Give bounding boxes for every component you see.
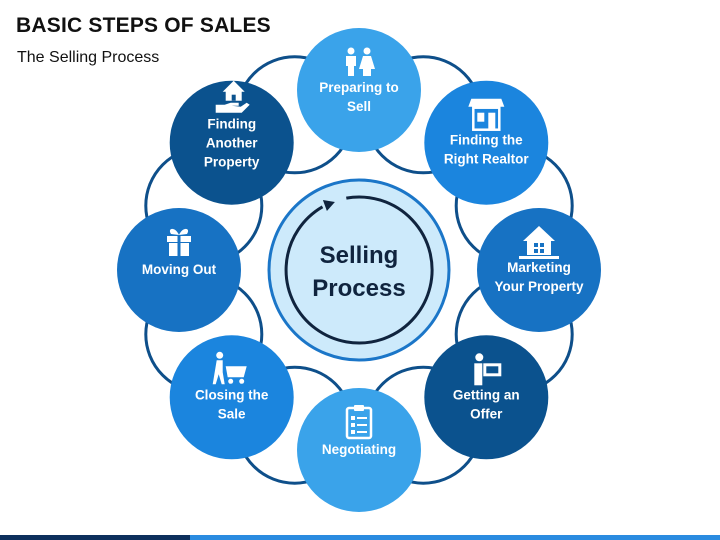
footer-bar-dark	[0, 535, 190, 540]
center-hub: Selling Process	[267, 178, 451, 362]
hand-house-icon	[215, 80, 250, 113]
center-label-line2: Process	[312, 275, 405, 302]
cycle-arrowhead	[322, 200, 335, 211]
step-circle	[424, 80, 549, 205]
step-circle	[297, 28, 421, 152]
cycle-arrow-icon	[284, 195, 434, 345]
footer-bar-light	[190, 535, 720, 540]
step-label: Moving Out	[142, 262, 217, 277]
step-label: Preparing to	[319, 80, 399, 95]
step-circle	[297, 388, 421, 512]
step-moving-out: Moving Out	[117, 208, 241, 332]
house-sign-icon	[519, 226, 559, 259]
center-label-line1: Selling	[320, 242, 399, 269]
step-circle	[477, 208, 601, 332]
couple-icon	[346, 47, 375, 76]
step-label: Right Realtor	[444, 152, 529, 167]
step-label: Property	[204, 155, 260, 170]
step-circle	[169, 80, 294, 205]
step-circle	[117, 208, 241, 332]
step-circle	[169, 335, 294, 460]
storefront-icon	[468, 98, 505, 131]
step-label: Finding	[207, 117, 256, 132]
page-title: BASIC STEPS OF SALES	[16, 14, 271, 37]
step-label: Sale	[218, 406, 246, 421]
step-label: Closing the	[195, 387, 269, 402]
page-subtitle: The Selling Process	[17, 49, 160, 66]
footer-bar	[0, 535, 720, 540]
step-getting-an-offer: Getting an Offer	[424, 335, 549, 460]
center-circle	[267, 178, 451, 362]
step-label: Getting an	[453, 387, 520, 402]
step-label: Marketing	[507, 260, 571, 275]
step-label: Negotiating	[322, 442, 396, 457]
step-label: Offer	[470, 406, 503, 421]
step-preparing-to-sell: Preparing to Sell	[297, 28, 421, 152]
gift-icon	[167, 228, 191, 256]
person-sign-icon	[474, 353, 502, 386]
step-label: Another	[206, 136, 258, 151]
step-label: Your Property	[494, 279, 584, 294]
clipboard-icon	[345, 405, 373, 440]
step-label: Sell	[347, 99, 371, 114]
step-label: Finding the	[450, 133, 523, 148]
step-circle	[424, 335, 549, 460]
shopping-cart-icon	[212, 351, 247, 385]
step-negotiating: Negotiating	[297, 388, 421, 512]
